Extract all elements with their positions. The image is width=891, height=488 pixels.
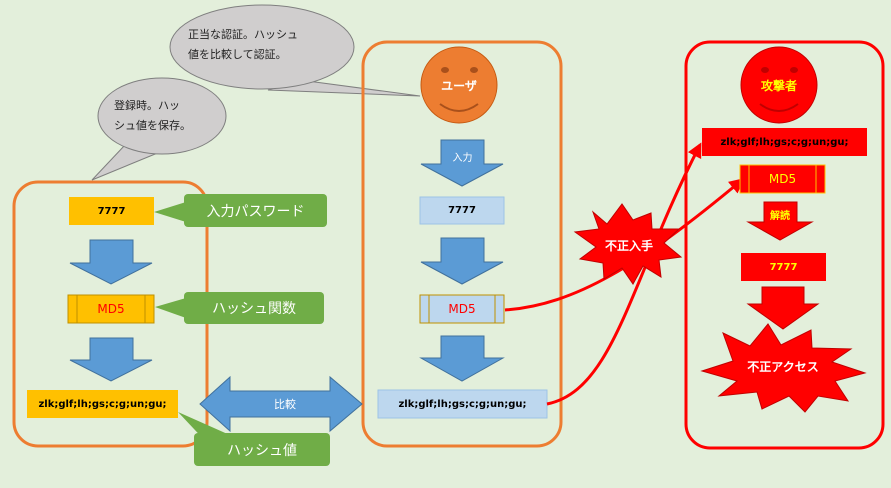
user-hash-box [377,389,548,419]
callout-registration-text: 登録時。ハッ シュ値を保存。 [114,96,214,136]
down-arrow-user-1 [420,237,504,285]
left-hash-box [27,390,178,418]
attacker-hash-text: zlk;glf;lh;gs;c;g;un;gu; [720,136,849,148]
input-label: 入力 [452,152,473,164]
attacker-password-box [741,253,826,281]
compare-arrow [199,375,363,433]
hash-function-label: ハッシュ関数 [212,301,296,317]
callout-login-text: 正当な認証。ハッシュ 値を比較して認証。 [188,23,340,67]
access-starburst [700,323,867,413]
hash-function-label-box [184,292,324,324]
attacker-smile [759,103,799,112]
callout-registration [91,77,227,181]
callout-login-line-2: 値を比較して認証。 [188,48,287,61]
left-password-box [69,197,154,225]
decode-arrow [746,201,814,241]
down-arrow-left-2 [69,337,153,382]
down-arrow-user-2 [419,335,505,382]
access-label: 不正アクセス [747,359,819,374]
user-md5-box [419,294,505,324]
input-password-label: 入力パスワード [206,203,305,220]
left-password-text: 7777 [97,205,126,217]
user-face-label: ユーザ [441,78,477,93]
blue-down-arrows [69,139,505,382]
user-hash-text: zlk;glf;lh;gs;c;g;un;gu; [398,398,527,410]
callout-registration-line-1: 登録時。ハッ [114,99,180,112]
callout-login [169,4,421,97]
left-md5-text: MD5 [97,302,125,316]
down-arrow-left-1 [69,239,153,285]
user-face-features [441,67,478,73]
attacker-hash-box [702,128,867,156]
attacker-down-arrow [746,286,820,330]
down-arrow-user-input [420,139,504,187]
user-password-box [419,196,505,225]
compare-label: 比較 [274,398,296,411]
user-md5-text: MD5 [448,302,476,316]
attacker-md5-box [739,164,826,194]
decode-label: 解読 [770,210,790,222]
theft-curves [504,142,745,406]
left-md5-box [67,294,155,324]
user-frame [361,40,563,448]
input-password-label-box [184,194,327,227]
attacker-password-text: 7777 [769,261,798,273]
hash-value-label: ハッシュ値 [227,442,297,459]
attacker-md5-text: MD5 [768,172,797,186]
hash-value-label-box [194,433,330,466]
theft-label: 不正入手 [604,238,653,253]
user-smile [439,103,479,112]
attacker-face-label: 攻撃者 [760,78,797,93]
user-password-text: 7777 [448,205,476,216]
theft-starburst [573,203,683,285]
callout-registration-line-2: シュ値を保存。 [114,119,191,132]
left-hash-text: zlk;glf;lh;gs;c;g;un;gu; [38,398,167,410]
callout-login-line-1: 正当な認証。ハッシュ [188,28,298,41]
attacker-face-features [761,67,798,73]
attacker-frame [684,40,885,450]
